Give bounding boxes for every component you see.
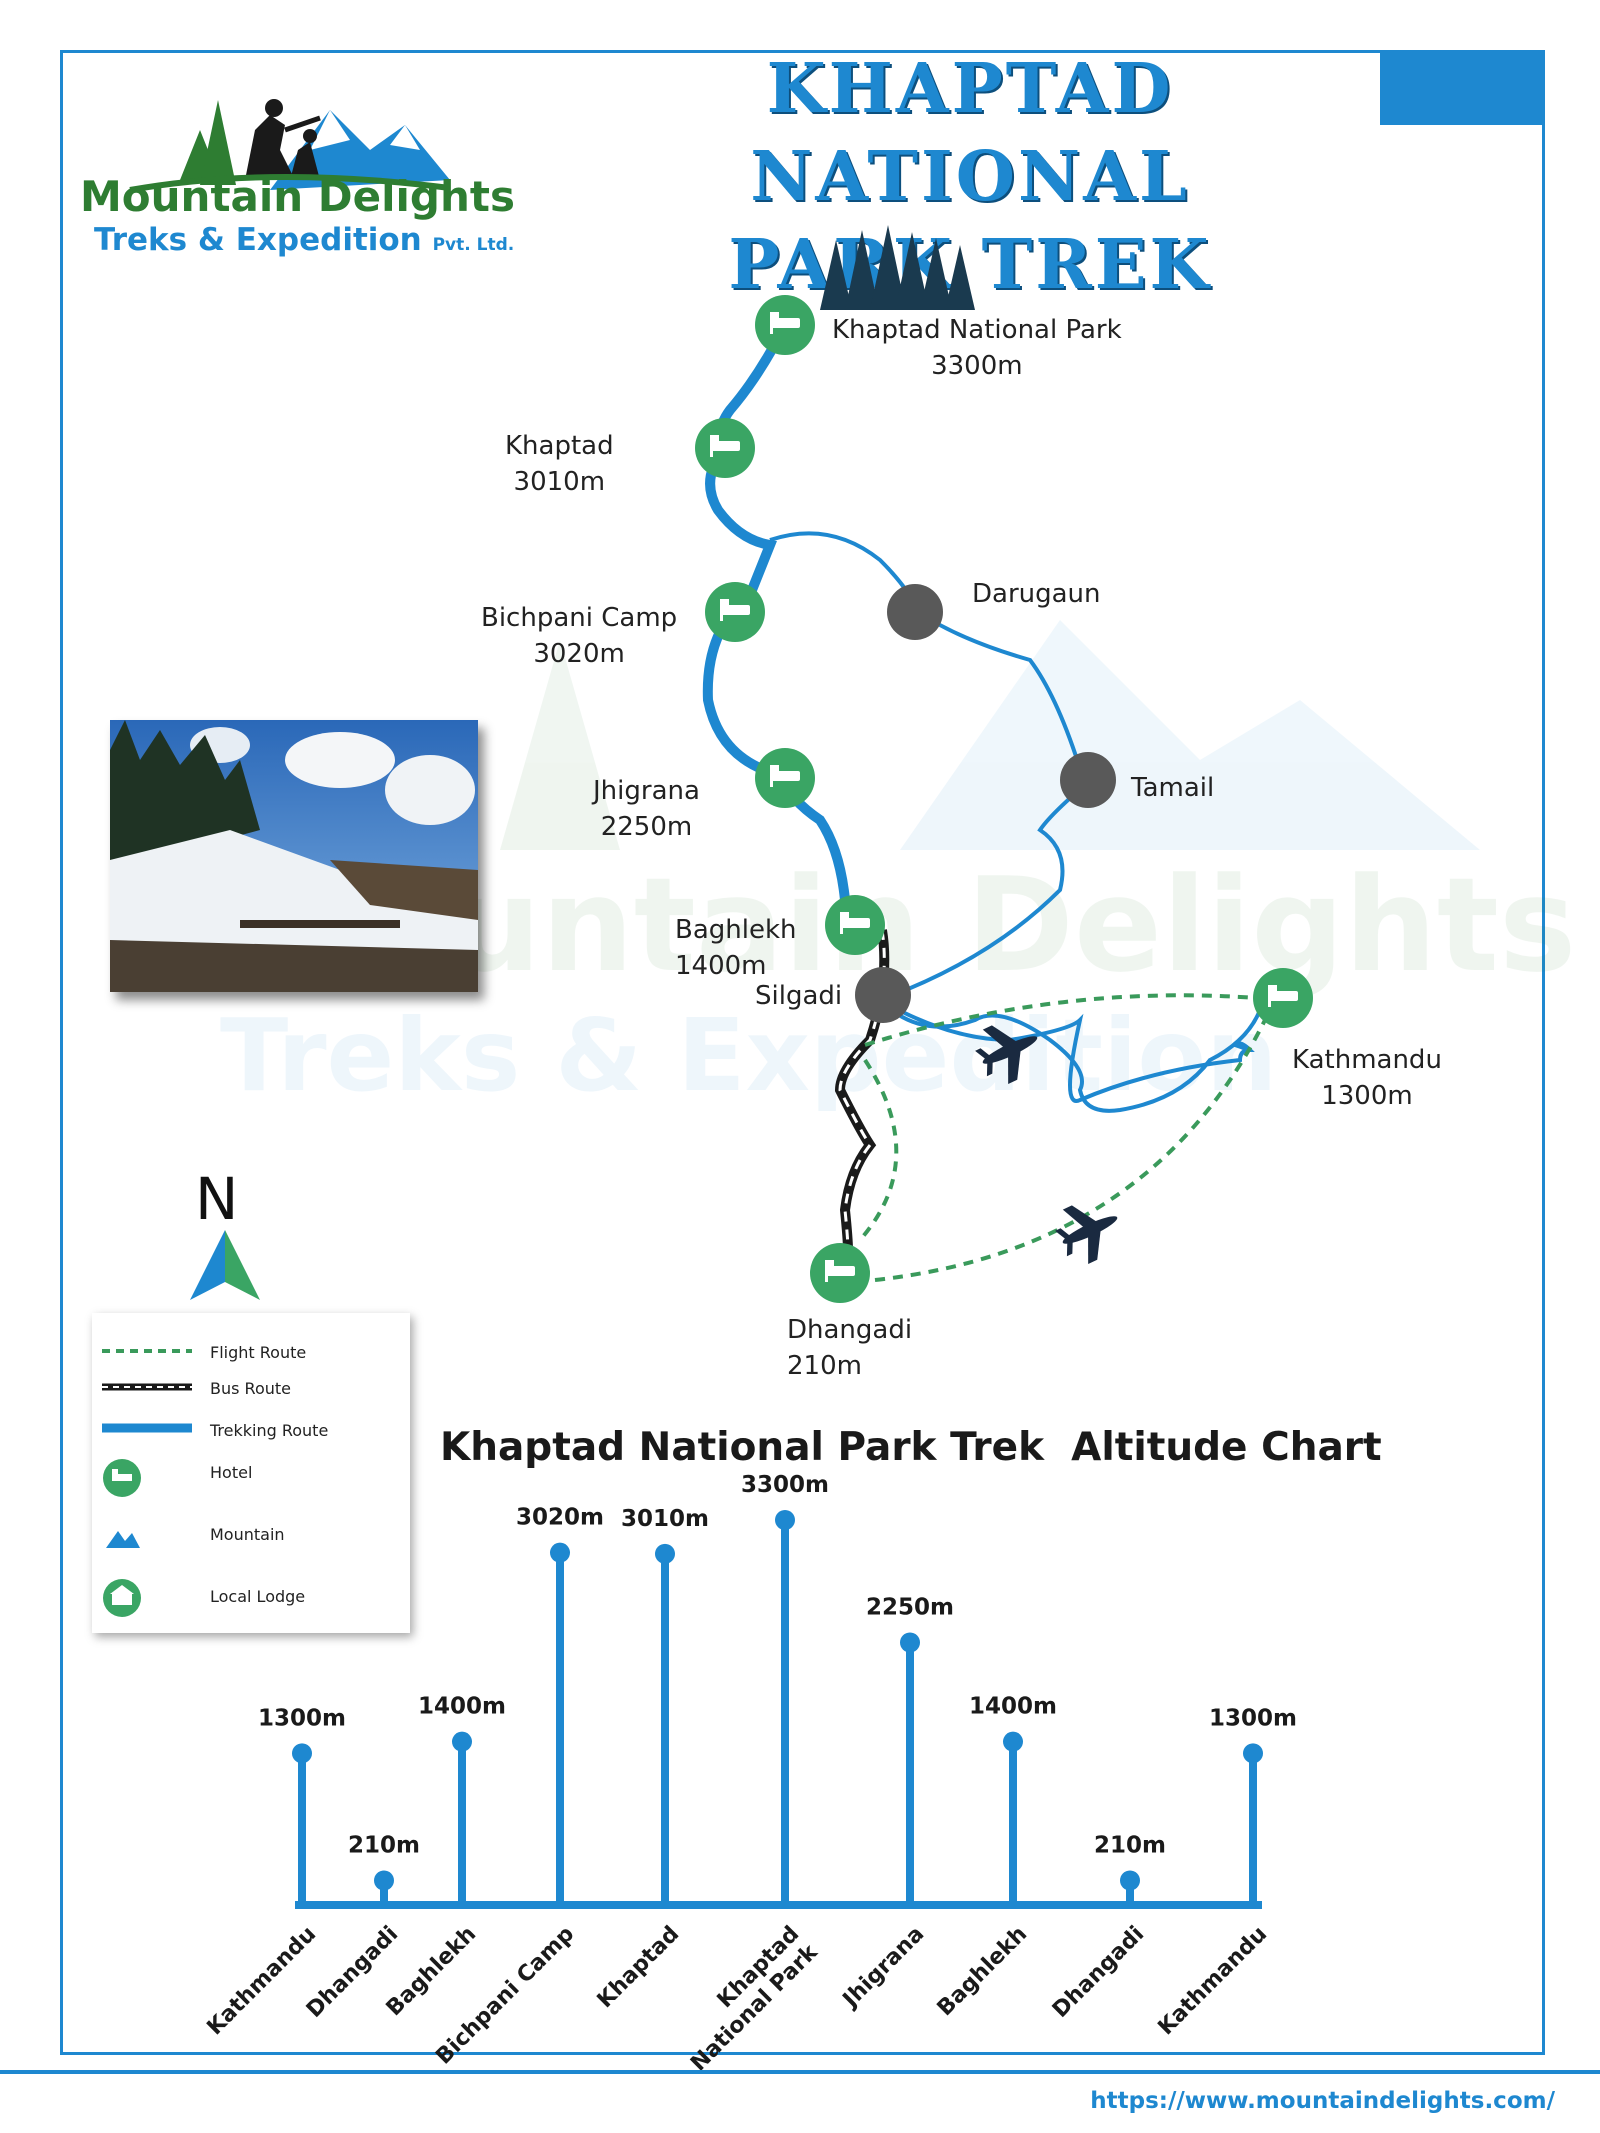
title-line-1: KHAPTAD NATIONAL <box>750 49 1190 217</box>
label-bichpani-camp: Bichpani Camp 3020m <box>481 600 677 672</box>
hotel-icon <box>103 1459 141 1497</box>
stop-altitude: 3010m <box>513 467 606 497</box>
stop-name: Kathmandu <box>1292 1045 1442 1075</box>
stop-altitude: 1300m <box>1321 1081 1413 1111</box>
silgadi-kathmandu-trek <box>878 998 1264 1113</box>
plane-icon <box>975 1025 1038 1084</box>
label-tamail: Tamail <box>1131 773 1215 803</box>
logo-name: Mountain Delights <box>80 172 515 221</box>
logo-tagline: Treks & Expedition Pvt. Ltd. <box>94 222 514 258</box>
label-dhangadi: Dhangadi 210m <box>787 1312 912 1384</box>
label-khaptad: Khaptad 3010m <box>505 428 614 500</box>
label-silgadi: Silgadi <box>755 981 843 1011</box>
place-marker-silgadi <box>855 967 911 1023</box>
svg-text:Treks & Expedition: Treks & Expedition <box>220 997 1277 1114</box>
stop-name: Khaptad National Park <box>832 315 1122 345</box>
lodge-icon <box>103 1579 141 1617</box>
hotel-icon <box>755 295 815 355</box>
label-kathmandu: Kathmandu 1300m <box>1292 1042 1442 1114</box>
corner-accent <box>1380 50 1545 125</box>
footer-line <box>0 2070 1600 2074</box>
hotel-icon <box>810 1243 870 1303</box>
company-logo <box>129 99 451 196</box>
stop-name: Baghlekh <box>675 915 797 945</box>
plane-icon <box>1055 1205 1118 1264</box>
legend-flight-route: Flight Route <box>210 1343 307 1362</box>
legend-mountain: Mountain <box>210 1525 285 1544</box>
label-jhigrana: Jhigrana 2250m <box>593 773 700 845</box>
stop-name: Dhangadi <box>787 1315 913 1345</box>
stop-name: Bichpani Camp <box>481 603 678 633</box>
legend: Flight Route Bus Route Trekking Route Ho… <box>92 1313 410 1633</box>
legend-symbols <box>102 1349 192 1617</box>
place-marker-darugaun <box>887 584 943 640</box>
page-frame <box>60 50 1545 2055</box>
label-darugaun: Darugaun <box>972 579 1101 609</box>
stop-name: Jhigrana <box>593 776 700 806</box>
label-khaptad-national-park: Khaptad National Park 3300m <box>832 312 1122 384</box>
trek-photo <box>110 720 478 992</box>
hotel-icon <box>825 895 885 955</box>
stop-altitude: 210m <box>787 1351 862 1381</box>
stop-altitude: 3020m <box>533 639 625 669</box>
legend-bus-route: Bus Route <box>210 1379 291 1398</box>
route-map: Mountain Delights Treks & Expedition <box>190 225 1576 1303</box>
legend-trekking-route: Trekking Route <box>210 1421 329 1440</box>
logo-tagline-text: Treks & Expedition <box>94 222 422 258</box>
legend-hotel: Hotel <box>210 1463 253 1482</box>
stop-name: Khaptad <box>505 431 614 461</box>
hotel-icon <box>1253 968 1313 1028</box>
page-title: KHAPTAD NATIONAL PARK TREK <box>560 45 1380 309</box>
north-arrow-icon <box>190 1230 260 1300</box>
hotel-icon <box>695 418 755 478</box>
hotel-icon <box>705 582 765 642</box>
website-link[interactable]: https://www.mountaindelights.com/ <box>1090 2088 1555 2114</box>
north-label: N <box>195 1165 239 1233</box>
hotel-icon <box>755 748 815 808</box>
logo-suffix: Pvt. Ltd. <box>432 235 515 255</box>
label-baghlekh: Baghlekh 1400m <box>675 912 797 984</box>
legend-local-lodge: Local Lodge <box>210 1587 306 1606</box>
flight-route <box>858 993 1281 1282</box>
stop-altitude: 2250m <box>600 812 693 842</box>
chart-title: Khaptad National Park Trek Altitude Char… <box>440 1425 1382 1470</box>
mountain-icon <box>106 1531 140 1548</box>
stop-altitude: 1400m <box>675 951 767 981</box>
alt-trek-route <box>769 531 1255 1103</box>
place-marker-tamail <box>1060 752 1116 808</box>
stop-altitude: 3300m <box>931 351 1023 381</box>
forest-icon <box>820 225 975 310</box>
